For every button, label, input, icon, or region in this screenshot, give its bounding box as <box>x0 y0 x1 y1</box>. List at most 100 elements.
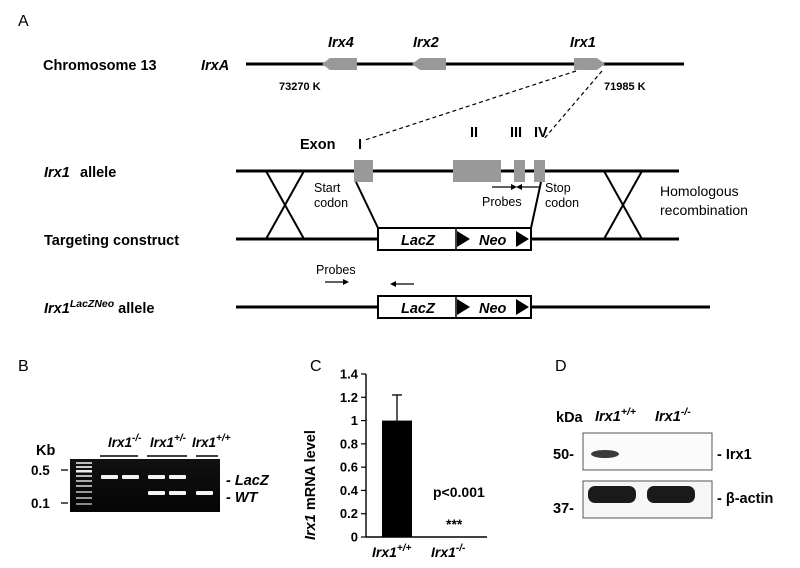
chart-axes: 00.20.40.60.811.21.4 <box>340 367 487 545</box>
chart-ytick-label-5: 1 <box>351 413 358 428</box>
gel-genotype-1-sup: -/- <box>132 433 142 444</box>
lacz-allele-word: allele <box>118 301 154 317</box>
zoom-line-right <box>542 70 603 141</box>
allele-label-gene: Irx1 <box>44 165 70 181</box>
lacz-allele-sup: LacZNeo <box>70 298 115 310</box>
chart-ytick-label-6: 1.2 <box>340 390 358 405</box>
exon-iv-box <box>534 160 545 182</box>
exon-i-box <box>354 160 373 182</box>
chart-xtick-label-1: Irx1-/- <box>431 543 466 560</box>
chart-ytick-label-7: 1.4 <box>340 367 359 382</box>
blot-actin-band-2 <box>647 486 695 503</box>
blot-band-label-actin: - β-actin <box>717 491 773 507</box>
loxp-triangle-2 <box>516 231 529 247</box>
probes-label-2: Probes <box>316 263 356 277</box>
blot-marker-50: 50- <box>553 447 574 463</box>
gel-genotype-2: Irx1+/- <box>150 433 187 450</box>
marker-label-01: 0.1 <box>31 496 50 511</box>
lacz-allele-lacz-label: LacZ <box>401 301 436 317</box>
irx1-gene-arrow <box>574 58 605 70</box>
exon-iv-label: IV <box>534 125 548 141</box>
gel-genotype-1-base: Irx1 <box>108 435 132 450</box>
ladder-band-1 <box>76 462 92 464</box>
ladder-band-6 <box>76 485 92 487</box>
irx4-gene-arrow <box>322 58 357 70</box>
start-codon-line2: codon <box>314 196 348 210</box>
blot-band-label-irx1: - Irx1 <box>717 447 752 463</box>
gene-label-irx4: Irx4 <box>328 35 354 51</box>
probe-arrow-reverse-head <box>516 184 522 190</box>
chart-p-value: p<0.001 <box>433 484 485 500</box>
blot-genotype-1-sup: +/+ <box>621 406 636 418</box>
gel-band-lacz-lane3 <box>148 475 165 479</box>
zoom-line-left <box>364 70 577 141</box>
lacz-allele-loxp-2 <box>516 299 529 315</box>
stop-codon-line2: codon <box>545 196 579 210</box>
gene-label-irx1: Irx1 <box>570 35 596 51</box>
probe2-arrow-reverse-head <box>390 281 396 287</box>
exon-iii-box <box>514 160 525 182</box>
gel-band-label-lacz: - LacZ <box>226 473 270 489</box>
gel-band-wt-lane5 <box>196 491 213 495</box>
chart-ylabel: Irx1 mRNA level <box>303 430 319 540</box>
gene-label-irx2: Irx2 <box>413 35 439 51</box>
stop-codon-line1: Stop <box>545 181 571 195</box>
panel-d: D kDa Irx1+/+ Irx1-/- 50- - Irx1 37- - β… <box>553 358 773 519</box>
lacz-allele-cassette <box>377 295 532 319</box>
gel-band-lacz-lane4 <box>169 475 186 479</box>
probe-arrow-forward-head <box>511 184 517 190</box>
ladder-band-3 <box>76 470 92 473</box>
replace-line-left <box>355 181 379 229</box>
crossover-right-b <box>603 170 643 240</box>
chart-ytick-label-4: 0.8 <box>340 436 358 451</box>
panel-b-letter: B <box>18 358 29 375</box>
chart-ylabel-gene: Irx1 <box>303 514 319 540</box>
lacz-allele-neo-label: Neo <box>479 301 507 317</box>
blot-genotype-2-base: Irx1 <box>655 409 681 425</box>
gel-band-lacz-lane1 <box>101 475 118 479</box>
exon-label: Exon <box>300 137 335 153</box>
blot-irx1-band <box>591 450 619 458</box>
gel-band-wt-lane3 <box>148 491 165 495</box>
probe2-arrow-forward-head <box>343 279 349 285</box>
ladder-band-4 <box>76 475 92 477</box>
allele-label-word: allele <box>80 165 116 181</box>
start-codon-line1: Start <box>314 181 341 195</box>
blot-unit-label: kDa <box>556 410 584 426</box>
gel-band-lacz-lane2 <box>122 475 139 479</box>
chart-ylabel-rest: mRNA level <box>303 430 319 514</box>
targeting-construct-label: Targeting construct <box>44 233 179 249</box>
construct-lacz-label: LacZ <box>401 233 436 249</box>
panel-a: A Chromosome 13 IrxA Irx4 Irx2 Irx1 7327… <box>18 13 748 319</box>
chart-xtick-label-0: Irx1+/+ <box>372 543 412 560</box>
ladder-band-5 <box>76 480 92 482</box>
replace-line-right <box>530 181 542 229</box>
probes-label: Probes <box>482 195 522 209</box>
gel-genotype-1: Irx1-/- <box>108 433 142 450</box>
blot-genotype-1-base: Irx1 <box>595 409 621 425</box>
blot-actin-band-1 <box>588 486 636 503</box>
marker-label-05: 0.5 <box>31 463 50 478</box>
panel-c: C Irx1 mRNA level 00.20.40.60.811.21.4 I… <box>303 358 487 560</box>
gel-band-label-wt: - WT <box>226 490 259 506</box>
panel-c-letter: C <box>310 358 322 375</box>
chromosome-label: Chromosome 13 <box>43 58 157 74</box>
exon-ii-label: II <box>470 125 478 141</box>
gel-band-wt-lane4 <box>169 491 186 495</box>
gel-genotype-3-sup: +/+ <box>216 433 231 444</box>
ladder-band-7 <box>76 491 92 493</box>
chart-bars <box>382 394 412 537</box>
chart-ytick-label-3: 0.6 <box>340 460 358 475</box>
gel-genotype-2-sup: +/- <box>174 433 187 444</box>
exon-ii-box <box>453 160 501 182</box>
coord-left: 73270 K <box>279 81 321 93</box>
blot-genotype-2-sup: -/- <box>681 406 691 418</box>
coord-right: 71985 K <box>604 81 646 93</box>
construct-cassette <box>377 227 532 251</box>
ladder-band-9 <box>76 503 92 505</box>
ladder-band-2 <box>76 466 92 468</box>
lacz-allele-gene: Irx1 <box>44 301 70 317</box>
